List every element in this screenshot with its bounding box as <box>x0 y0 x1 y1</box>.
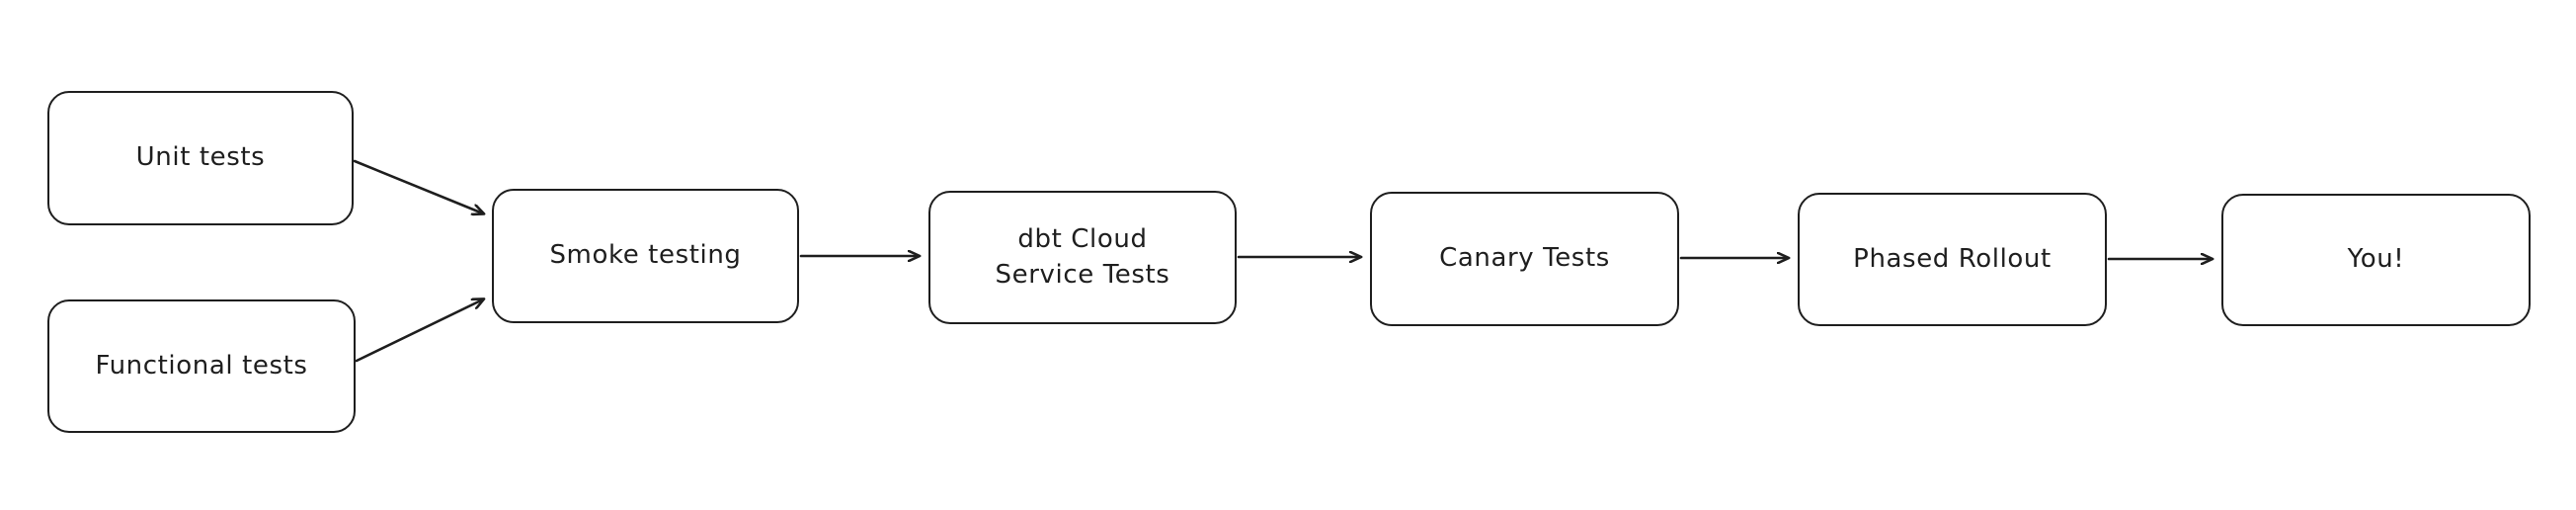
node-smoke-testing[interactable]: Smoke testing <box>492 189 799 323</box>
node-dbt-cloud-service-tests-label: dbt Cloud Service Tests <box>995 223 1170 290</box>
node-you[interactable]: You! <box>2221 194 2531 326</box>
node-unit-tests[interactable]: Unit tests <box>47 91 354 225</box>
node-you-label: You! <box>2347 244 2405 275</box>
node-smoke-testing-label: Smoke testing <box>549 240 742 271</box>
node-phased-rollout-label: Phased Rollout <box>1853 243 2052 274</box>
edge-functional-tests-to-smoke-testing <box>355 299 483 363</box>
node-dbt-cloud-service-tests[interactable]: dbt Cloud Service Tests <box>928 191 1237 324</box>
node-functional-tests[interactable]: Functional tests <box>47 299 356 433</box>
node-functional-tests-label: Functional tests <box>95 350 308 381</box>
node-phased-rollout[interactable]: Phased Rollout <box>1798 193 2107 326</box>
node-canary-tests[interactable]: Canary Tests <box>1370 192 1679 326</box>
node-canary-tests-label: Canary Tests <box>1439 243 1610 274</box>
edge-unit-tests-to-smoke-testing <box>353 159 483 213</box>
node-unit-tests-label: Unit tests <box>135 142 266 173</box>
